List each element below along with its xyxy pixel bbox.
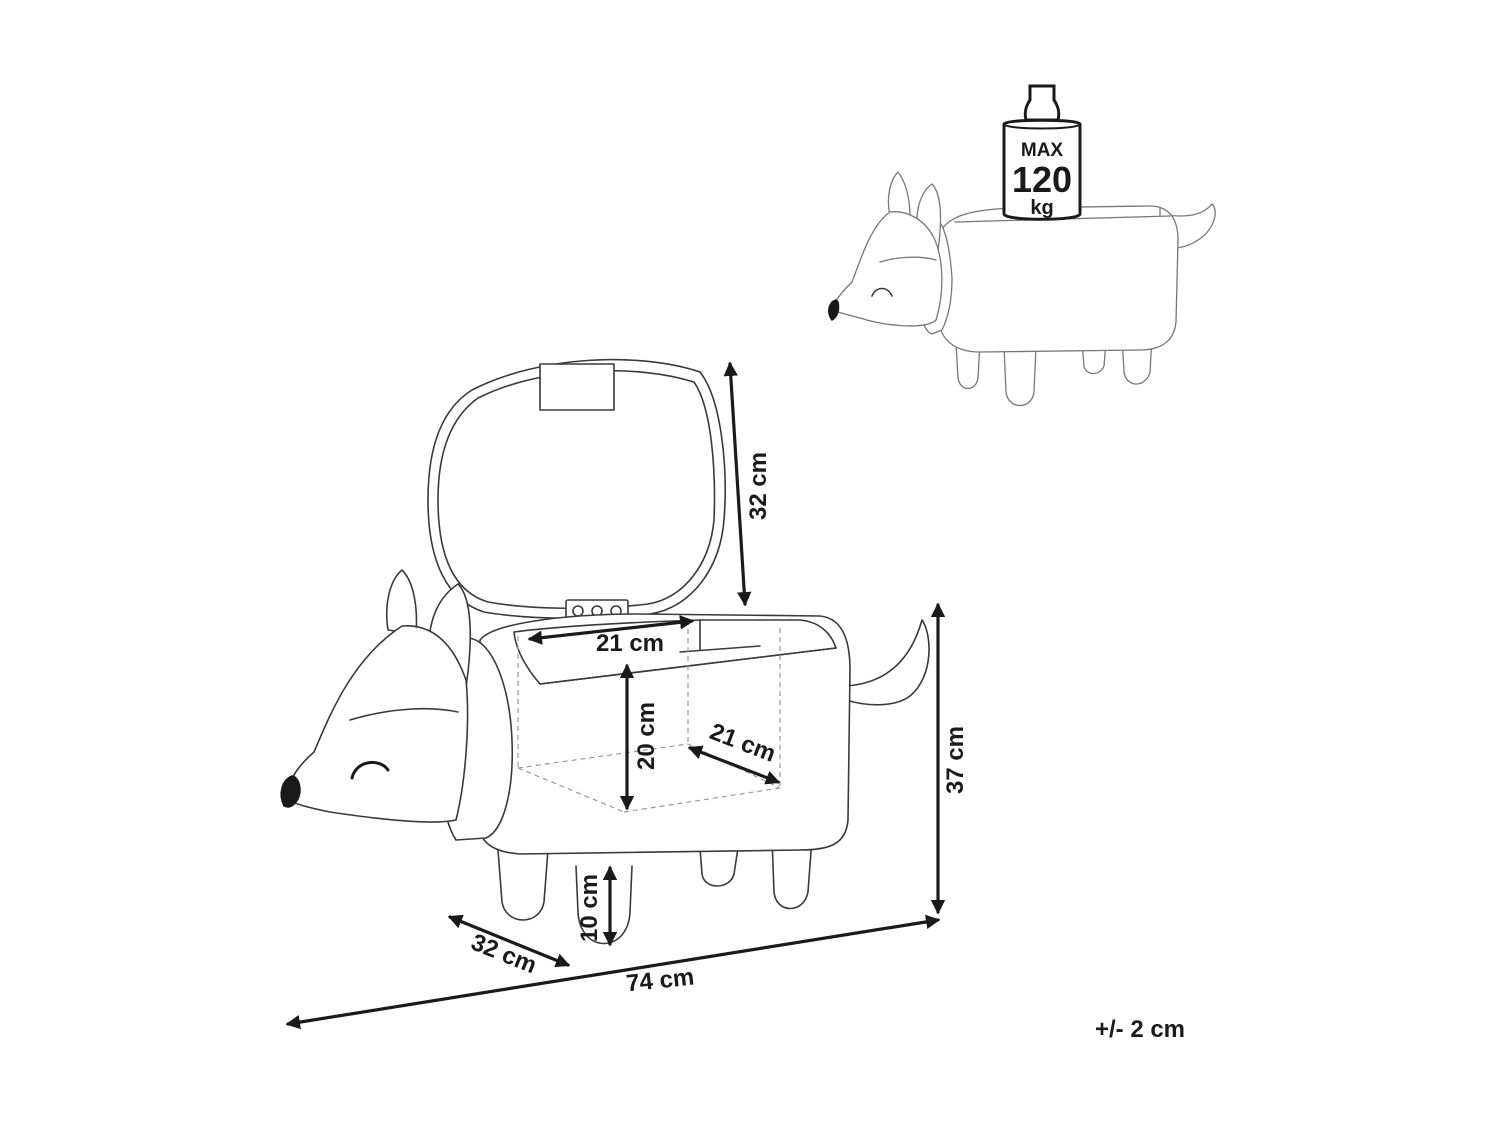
- weight-value: 120: [1012, 159, 1072, 200]
- small-fox-illustration: [828, 171, 1216, 407]
- total-height-label: 37 cm: [942, 726, 969, 794]
- opening-width-arrow: [527, 615, 695, 645]
- length-arrow: [285, 914, 941, 1030]
- leg-height-label: 10 cm: [576, 874, 603, 942]
- weight-badge: MAX 120 kg: [1002, 84, 1082, 221]
- opening-depth-arrow: [687, 745, 781, 785]
- weight-max-label: MAX: [1021, 140, 1064, 161]
- main-fox-illustration: [280, 358, 930, 945]
- lid-height-label: 32 cm: [745, 452, 772, 520]
- depth-label: 32 cm: [467, 929, 540, 980]
- weight-unit: kg: [1030, 197, 1053, 219]
- lid-height-arrow: [723, 361, 752, 607]
- length-label: 74 cm: [625, 964, 696, 998]
- opening-width-label: 21 cm: [596, 630, 664, 657]
- tolerance-note: +/- 2 cm: [1095, 1016, 1185, 1043]
- storage-height-label: 20 cm: [633, 702, 660, 770]
